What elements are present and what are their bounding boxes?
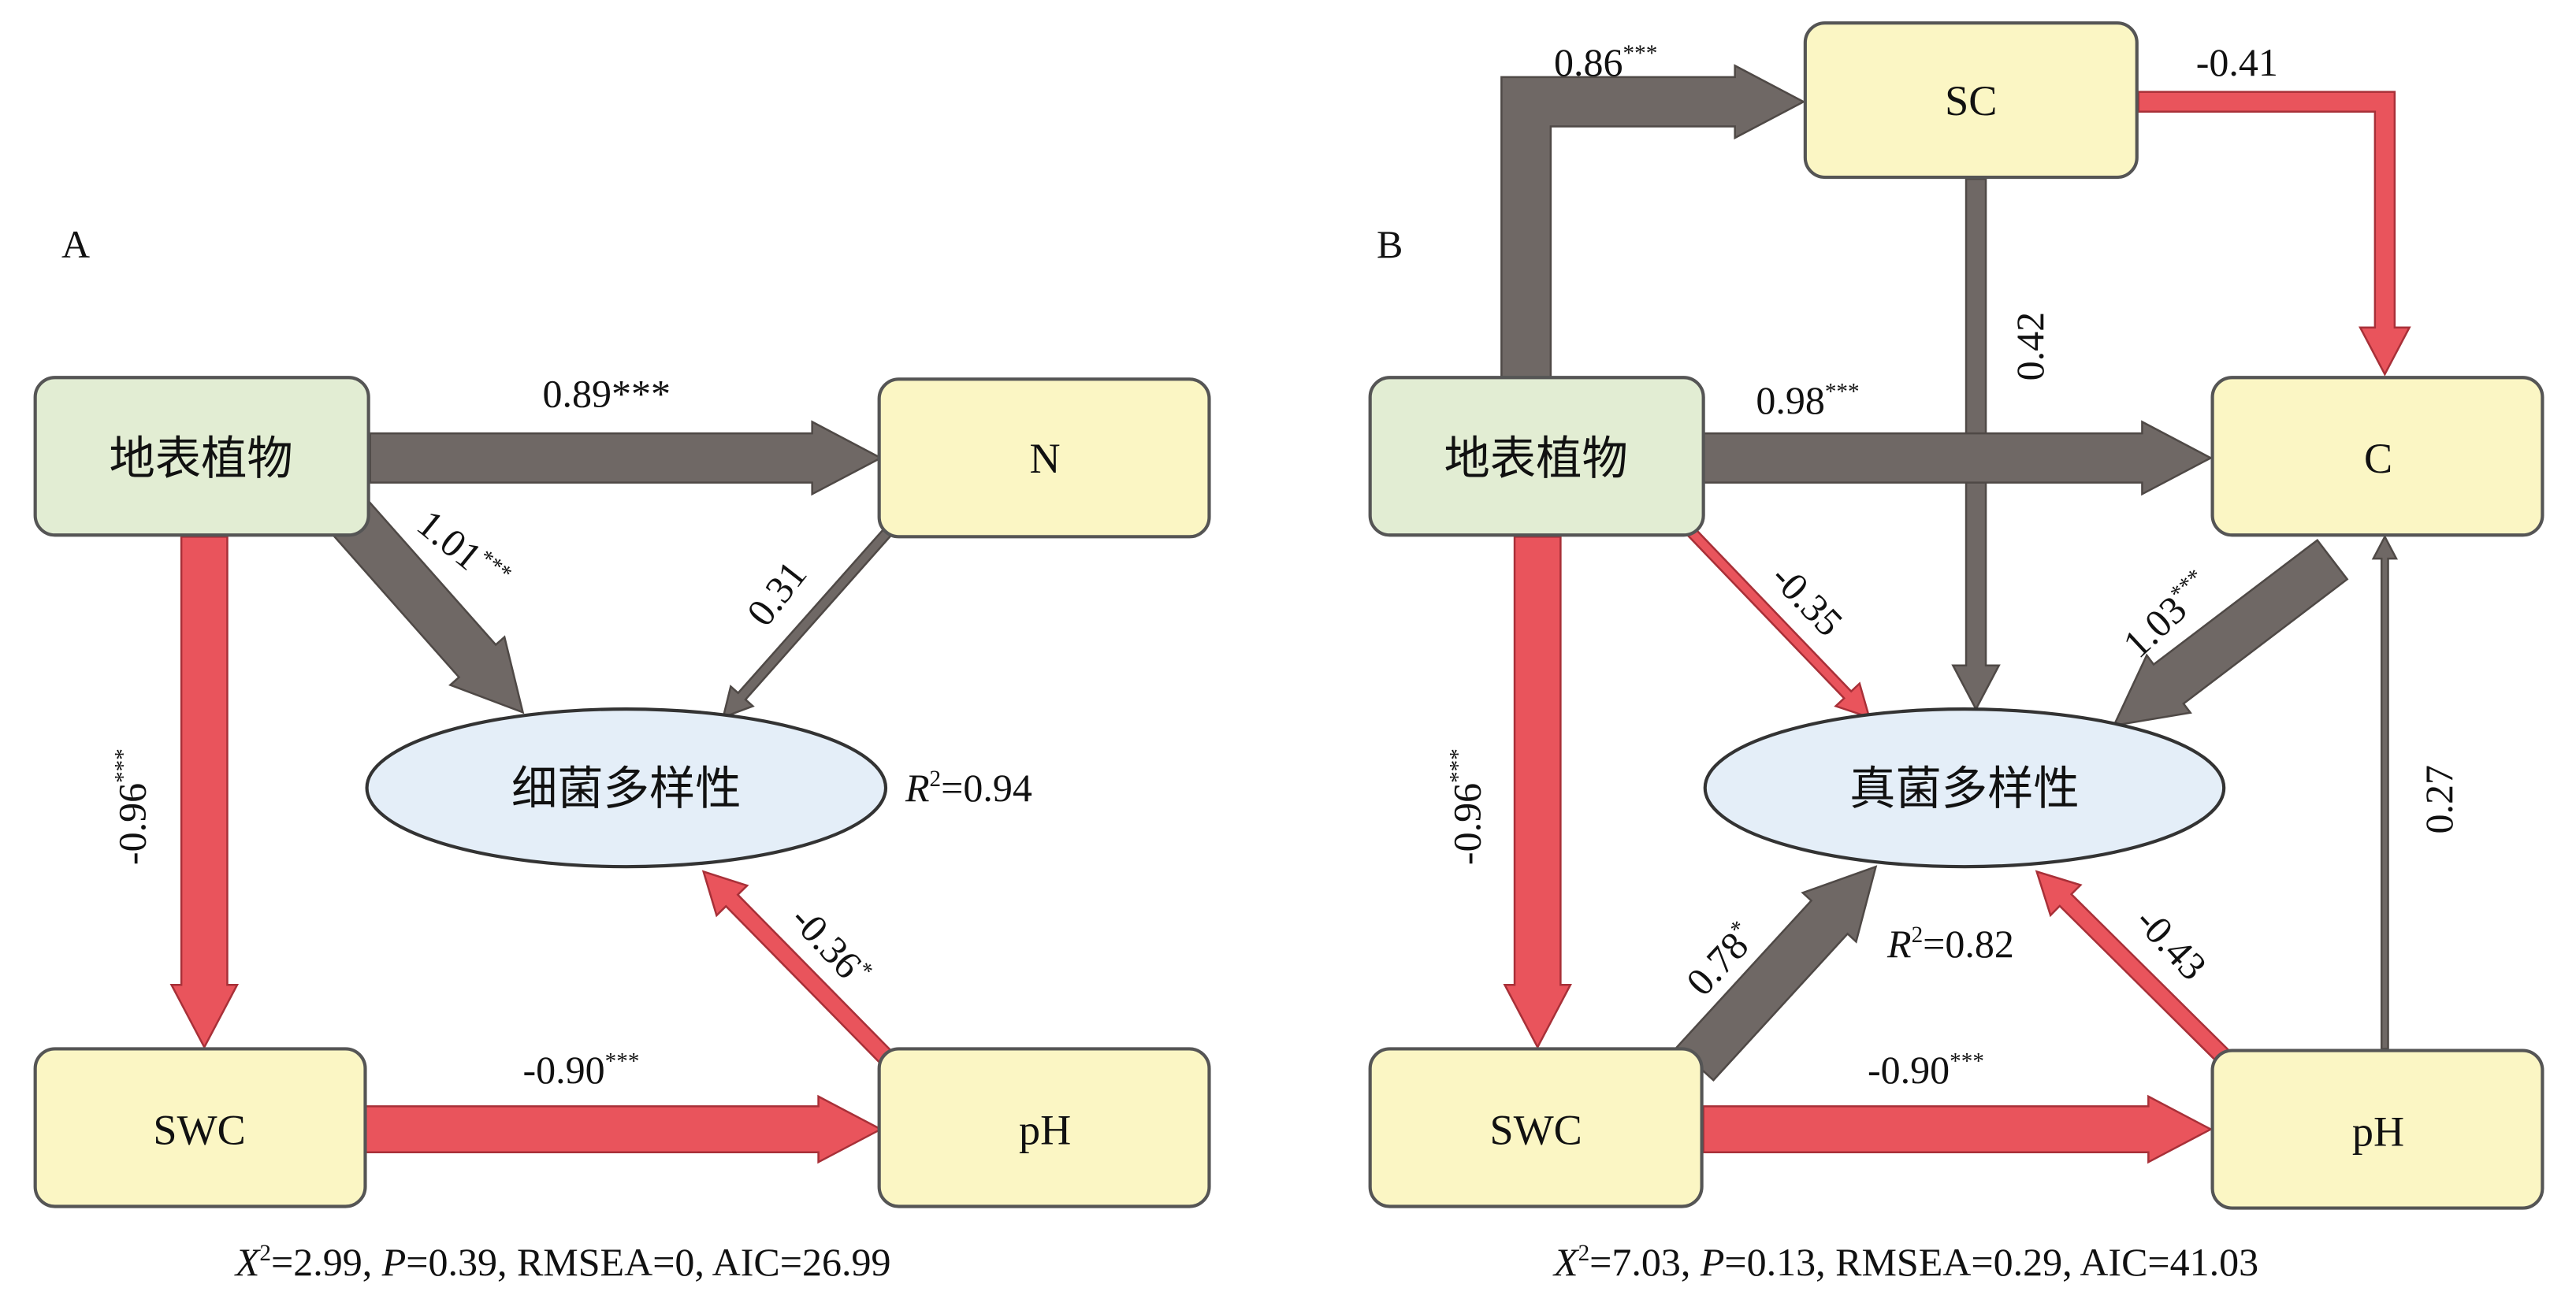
node-b-ph xyxy=(2210,1048,2544,1210)
coef-a-swc-to-ph: -0.90*** xyxy=(523,1048,640,1092)
path-b-ph-to-diversity xyxy=(2035,870,2235,1068)
node-b-diversity-label: 真菌多样性 xyxy=(1849,762,2080,815)
r2-a: R2=0.94 xyxy=(905,766,1032,810)
coef-a-plant-to-swc: -0.96*** xyxy=(110,748,154,865)
node-a-plant-label: 地表植物 xyxy=(109,432,292,485)
node-b-c xyxy=(2210,376,2544,537)
node-a-n-label: N xyxy=(1030,435,1061,482)
panel-a-label: A xyxy=(61,222,90,266)
coef-b-plant-to-c: 0.98*** xyxy=(1756,378,1859,422)
node-b-sc-label: SC xyxy=(1945,77,1997,124)
path-a-plant-to-n xyxy=(369,420,883,496)
path-b-c-to-diversity xyxy=(2112,538,2349,727)
coef-b-plant-to-swc: -0.96*** xyxy=(1444,748,1489,865)
path-b-plant-to-diversity xyxy=(1670,510,1871,719)
path-b-ph-to-c xyxy=(2371,534,2399,1050)
node-b-ph-label: pH xyxy=(2352,1108,2404,1155)
coef-b-plant-to-diversity: -0.35 xyxy=(1763,555,1852,644)
node-b-sc xyxy=(1803,21,2139,180)
path-b-plant-to-sc xyxy=(1500,64,1806,379)
path-b-plant-to-c xyxy=(1702,420,2214,496)
node-a-ph xyxy=(877,1047,1211,1208)
panel-a: A 地表植物 N SWC pH 细菌多样性 0.89*** 1.01*** 0.… xyxy=(33,222,1211,1284)
fit-indices-b: X2=7.03, P=0.13, RMSEA=0.29, AIC=41.03 xyxy=(1552,1240,2258,1284)
path-b-swc-to-ph xyxy=(1702,1094,2214,1164)
path-a-swc-to-ph xyxy=(361,1094,883,1164)
node-a-diversity xyxy=(365,707,888,869)
path-a-ph-to-diversity xyxy=(701,870,897,1068)
path-b-swc-to-diversity xyxy=(1675,865,1878,1082)
node-b-diversity xyxy=(1703,707,2226,869)
fit-indices-a: X2=2.99, P=0.39, RMSEA=0, AIC=26.99 xyxy=(234,1240,891,1284)
r2-b: R2=0.82 xyxy=(1886,922,2014,966)
coef-b-ph-to-c: 0.27 xyxy=(2417,765,2461,834)
path-b-plant-to-swc xyxy=(1503,536,1572,1050)
coef-b-sc-to-diversity: 0.42 xyxy=(2008,312,2052,381)
path-a-plant-to-swc xyxy=(169,536,240,1050)
coef-a-ph-to-diversity: -0.36* xyxy=(782,896,879,995)
node-a-ph-label: pH xyxy=(1019,1106,1071,1153)
coef-b-swc-to-ph: -0.90*** xyxy=(1868,1048,1984,1092)
path-a-plant-to-diversity xyxy=(325,494,525,714)
path-a-n-to-diversity xyxy=(721,523,896,719)
panel-b-label: B xyxy=(1377,222,1403,266)
coef-b-plant-to-sc: 0.86*** xyxy=(1554,40,1657,84)
path-b-sc-to-c xyxy=(2137,91,2411,377)
node-b-swc-label: SWC xyxy=(1489,1106,1582,1153)
node-a-swc-label: SWC xyxy=(153,1106,245,1153)
coef-a-plant-to-n: 0.89*** xyxy=(543,372,671,416)
node-b-swc xyxy=(1368,1047,1704,1208)
node-a-diversity-label: 细菌多样性 xyxy=(511,762,742,815)
node-b-plant xyxy=(1368,376,1705,537)
coef-b-sc-to-c: -0.41 xyxy=(2196,40,2278,84)
node-a-swc xyxy=(33,1047,367,1208)
node-b-plant-label: 地表植物 xyxy=(1444,432,1627,485)
node-a-n xyxy=(877,377,1211,539)
node-b-c-label: C xyxy=(2364,435,2392,482)
node-a-plant xyxy=(33,376,370,537)
panel-b: B 地表植物 SC C SWC pH 真菌多样性 0.86*** -0.41 0… xyxy=(1368,21,2544,1284)
